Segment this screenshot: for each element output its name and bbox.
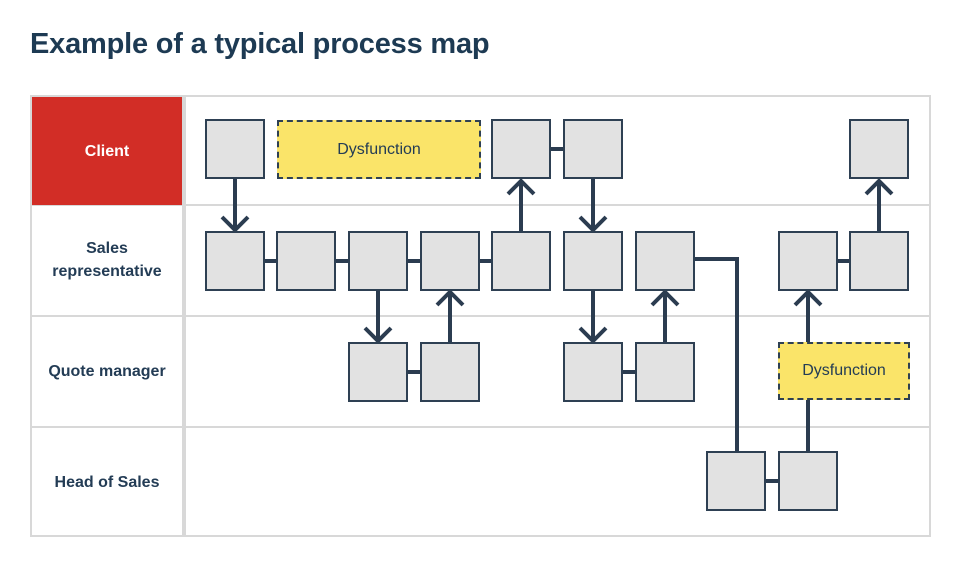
lane-label-client: Client (32, 97, 182, 205)
arrow-head (220, 215, 250, 233)
arrow-head (506, 178, 536, 196)
process-step-box-quote-manager (420, 342, 480, 402)
arrow-head (363, 326, 393, 344)
process-step-box-sales-representative (778, 231, 838, 291)
process-step-box-sales-representative (420, 231, 480, 291)
lane-label-quote-manager: Quote manager (32, 316, 182, 426)
arrow-head (578, 215, 608, 233)
lane-label-head-of-sales: Head of Sales (32, 427, 182, 537)
lane-label-divider (182, 95, 186, 537)
process-step-box-client (205, 119, 265, 179)
process-step-box-sales-representative (491, 231, 551, 291)
process-step-box-client (491, 119, 551, 179)
process-step-box-sales-representative (563, 231, 623, 291)
process-step-box-head-of-sales (778, 451, 838, 511)
process-step-box-head-of-sales (706, 451, 766, 511)
process-step-box-sales-representative (348, 231, 408, 291)
lane-label-sales-representative-text: Sales representative (52, 240, 162, 280)
lane-label-head-of-sales-text: Head of Sales (54, 473, 160, 491)
process-step-box-sales-representative (849, 231, 909, 291)
dysfunction-box-client: Dysfunction (277, 120, 481, 179)
process-step-box-quote-manager (635, 342, 695, 402)
lane-label-client-text: Client (84, 142, 130, 160)
arrow-head (793, 289, 823, 307)
process-step-box-client (563, 119, 623, 179)
lane-label-quote-manager-text: Quote manager (48, 362, 166, 380)
grid-line-sales-quote (30, 315, 931, 317)
arrow-head (650, 289, 680, 307)
process-step-box-sales-representative (205, 231, 265, 291)
dysfunction-label: Dysfunction (802, 362, 886, 379)
grid-line-client-sales (30, 204, 931, 206)
process-step-box-client (849, 119, 909, 179)
arrow-head (435, 289, 465, 307)
process-step-box-sales-representative (276, 231, 336, 291)
page-title: Example of a typical process map (30, 28, 490, 60)
process-step-box-quote-manager (348, 342, 408, 402)
process-step-box-sales-representative (635, 231, 695, 291)
dysfunction-box-quote-manager: Dysfunction (778, 342, 910, 400)
arrow-head (864, 178, 894, 196)
grid-line-quote-head (30, 426, 931, 428)
dysfunction-label: Dysfunction (337, 140, 421, 158)
arrow-head (578, 326, 608, 344)
lane-label-sales-representative: Sales representative (32, 205, 182, 315)
elbow-connector (694, 257, 739, 453)
process-step-box-quote-manager (563, 342, 623, 402)
